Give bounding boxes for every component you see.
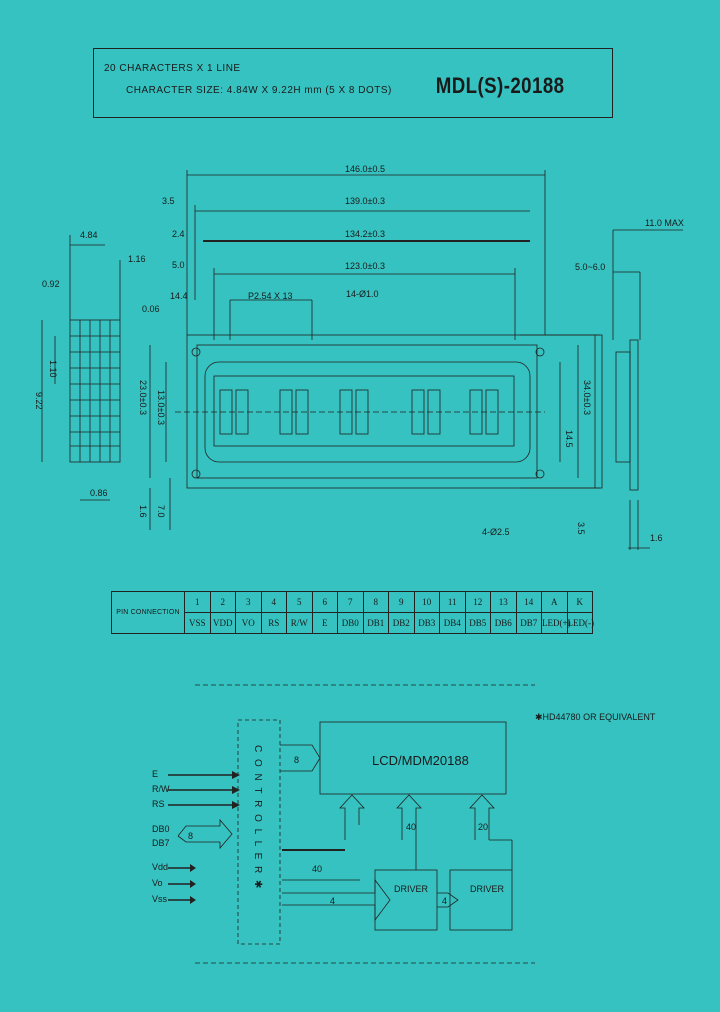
dim-14-4: 14.4: [170, 291, 188, 301]
pin-connection-table: PIN CONNECTION 1 2 3 4 5 6 7 8 9 10 11 1…: [111, 591, 594, 634]
dim-dot-height: 1.10: [48, 360, 58, 378]
dim-2-4: 2.4: [172, 229, 185, 239]
title-block: 20 CHARACTERS X 1 LINE CHARACTER SIZE: 4…: [93, 48, 613, 118]
spec-line-2: CHARACTER SIZE: 4.84W X 9.22H mm (5 X 8 …: [126, 85, 392, 96]
driver-2-label: DRIVER: [470, 884, 505, 894]
dim-overall-width: 146.0±0.5: [345, 164, 385, 174]
dim-view-width: 123.0±0.3: [345, 261, 385, 271]
pin-number: 12: [464, 591, 491, 613]
pin-name: VO: [235, 612, 262, 634]
pin-number: 6: [311, 591, 338, 613]
dim-char-width: 4.84: [80, 230, 98, 240]
pin-name: E: [311, 612, 338, 634]
dim-bezel-width: 134.2±0.3: [345, 229, 385, 239]
pin-number: 11: [439, 591, 466, 613]
pin-number: 9: [388, 591, 415, 613]
pin-name: DB3: [413, 612, 440, 634]
dim-3-5: 3.5: [162, 196, 175, 206]
bus-40-a: 40: [406, 822, 416, 832]
lcd-block-label: LCD/MDM20188: [372, 753, 469, 768]
pin-number: 3: [235, 591, 262, 613]
dim-height-23: 23.0±0.3: [138, 380, 148, 415]
dim-bottom-1-6: 1.6: [138, 505, 148, 518]
bus-20: 20: [478, 822, 488, 832]
dim-dot-gap: 0.92: [42, 279, 60, 289]
dim-height-13: 13.0±0.3: [156, 390, 166, 425]
driver-1-label: DRIVER: [394, 884, 429, 894]
dim-pin-offset: 0.06: [142, 304, 160, 314]
pin-number: 5: [286, 591, 313, 613]
signal-vss: Vss: [152, 894, 168, 904]
pin-name: LED(+): [541, 612, 571, 634]
dim-depth-range: 5.0~6.0: [575, 262, 605, 272]
dim-char-gap: 1.16: [128, 254, 146, 264]
signal-db7: DB7: [152, 838, 170, 848]
pin-name: VDD: [209, 612, 236, 634]
spec-line-1: 20 CHARACTERS X 1 LINE: [104, 63, 241, 74]
pin-name-row: VSS VDD VO RS R/W E DB0 DB1 DB2 DB3 DB4 …: [112, 612, 594, 634]
pin-name: RS: [260, 612, 287, 634]
pin-name: VSS: [184, 612, 211, 634]
pin-number: 10: [413, 591, 440, 613]
pin-name: DB6: [490, 612, 517, 634]
dim-pin-holes: 14-Ø1.0: [346, 289, 379, 299]
pin-number: 14: [515, 591, 542, 613]
dim-pitch: P2.54 X 13: [248, 291, 293, 301]
pin-number: 8: [362, 591, 389, 613]
pin-number: 7: [337, 591, 364, 613]
model-number: MDL(S)-20188: [435, 73, 564, 98]
pin-name: LED(-): [566, 612, 594, 634]
signal-vo: Vo: [152, 878, 163, 888]
pin-number: K: [566, 591, 593, 613]
dim-pcb-width: 139.0±0.3: [345, 196, 385, 206]
dim-height-14-5: 14.5: [564, 430, 574, 448]
pin-name: DB2: [388, 612, 415, 634]
dim-char-height: 9.22: [34, 392, 44, 410]
dim-dot-width: 0.86: [90, 488, 108, 498]
pin-name: DB5: [464, 612, 491, 634]
dim-bottom-7-0: 7.0: [156, 505, 166, 518]
bus-8-controller: 8: [294, 755, 299, 765]
pin-name: DB7: [515, 612, 542, 634]
bus-4-b: 4: [442, 896, 447, 906]
pin-number: 1: [184, 591, 211, 613]
controller-label: C O N T R O L L E R ✱: [252, 745, 263, 890]
pin-number: 13: [490, 591, 517, 613]
dim-thickness: 1.6: [650, 533, 663, 543]
signal-db0: DB0: [152, 824, 170, 834]
controller-note: ✱HD44780 OR EQUIVALENT: [535, 712, 656, 722]
pin-name: DB0: [337, 612, 364, 634]
pin-name: DB4: [439, 612, 466, 634]
dim-5-0: 5.0: [172, 260, 185, 270]
signal-rw: R/W: [152, 784, 170, 794]
bus-4-a: 4: [330, 896, 335, 906]
pin-number-row: PIN CONNECTION 1 2 3 4 5 6 7 8 9 10 11 1…: [111, 591, 593, 634]
dim-mount-holes: 4-Ø2.5: [482, 527, 510, 537]
dim-bottom-3-5: 3.5: [576, 522, 586, 535]
pin-table-header: PIN CONNECTION: [111, 591, 185, 634]
pin-number: 4: [260, 591, 287, 613]
bus-40-b: 40: [312, 864, 322, 874]
signal-rs: RS: [152, 799, 165, 809]
pin-name: DB1: [362, 612, 389, 634]
dim-height-34: 34.0±0.3: [582, 380, 592, 415]
dim-depth-max: 11.0 MAX: [645, 218, 684, 228]
signal-vdd: Vdd: [152, 862, 168, 872]
signal-e: E: [152, 769, 158, 779]
pin-number: A: [541, 591, 568, 613]
bus-8-data: 8: [188, 831, 193, 841]
pin-number: 2: [209, 591, 236, 613]
pin-name: R/W: [286, 612, 313, 634]
